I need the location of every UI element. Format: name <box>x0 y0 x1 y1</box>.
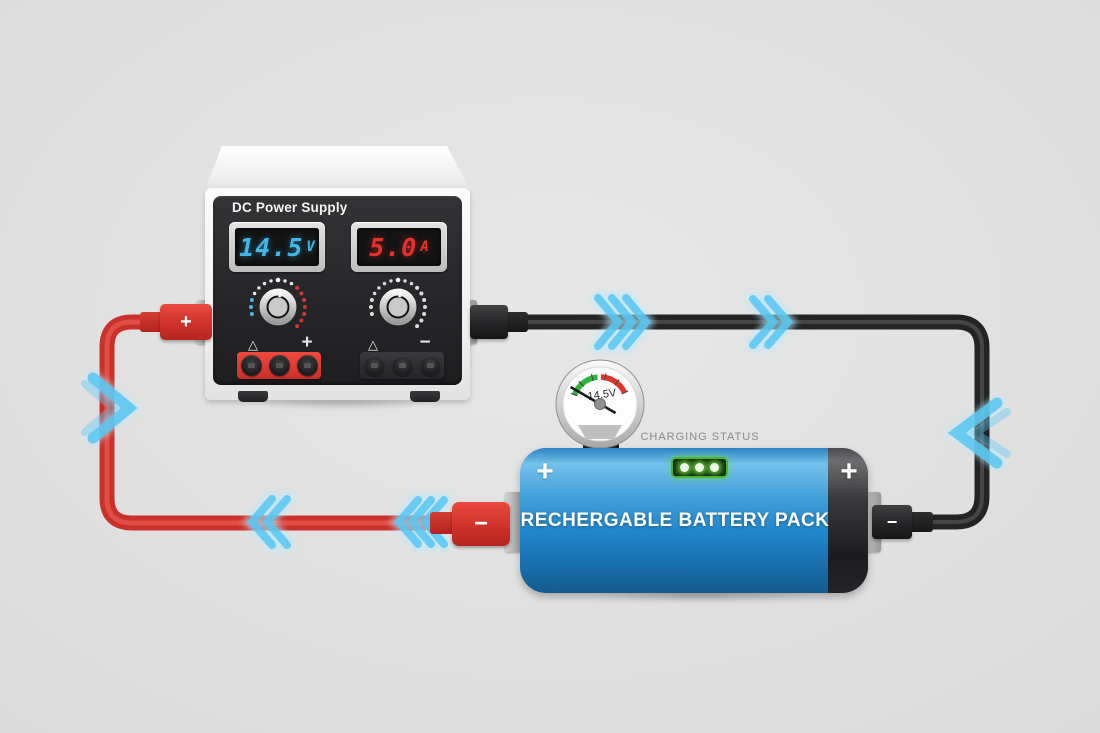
supply-foot <box>410 391 440 402</box>
voltage-unit: V <box>306 239 315 255</box>
positive-terminal-strip <box>237 352 321 379</box>
voltage-knob[interactable] <box>246 275 310 339</box>
negative-terminal-strip <box>360 352 444 379</box>
gauge-ticks <box>570 373 629 397</box>
current-value: 5.0 <box>369 232 418 262</box>
gauge-reading: 14.5V <box>587 387 618 403</box>
current-knob[interactable] <box>366 275 430 339</box>
battery-end-cap <box>828 448 868 593</box>
supply-positive-plug: + <box>160 304 212 340</box>
supply-top-lid <box>205 146 470 190</box>
battery-body-plus: + <box>536 455 554 488</box>
battery-label: RECHERGABLE BATTERY PACK <box>520 510 830 531</box>
battery-negative-plug-left: − <box>452 502 510 546</box>
gauge-red-zone <box>600 374 627 394</box>
voltage-knob-ticks <box>249 277 307 329</box>
voltage-value: 14.5 <box>239 232 304 262</box>
left-ground-symbol: △ <box>248 337 258 352</box>
binding-post[interactable] <box>420 355 441 376</box>
battery-red-plug-neck <box>430 512 458 534</box>
supply-plug-symbol: + <box>180 310 192 333</box>
right-polarity-symbol: − <box>419 332 431 353</box>
charging-led-strip <box>671 457 728 478</box>
gauge-hub <box>594 398 606 410</box>
binding-post[interactable] <box>241 355 262 376</box>
current-unit: A <box>420 239 429 255</box>
current-knob-ticks <box>369 277 427 329</box>
rechargeable-battery-pack: + + RECHERGABLE BATTERY PACK <box>520 448 868 593</box>
supply-output-plug <box>470 305 508 339</box>
binding-post[interactable] <box>364 355 385 376</box>
supply-title: DC Power Supply <box>232 200 348 215</box>
charging-status-label: CHARGING STATUS <box>640 431 760 443</box>
gauge-base-plate <box>578 425 622 439</box>
voltmeter-display: 14.5 V <box>229 222 325 272</box>
battery-black-plug-neck <box>905 512 933 532</box>
ammeter-screen: 5.0 A <box>357 228 441 266</box>
led-indicator <box>710 463 719 472</box>
battery-cap-plus: + <box>840 455 858 488</box>
battery-negative-plug-right: − <box>872 505 912 539</box>
battery-right-plug-symbol: − <box>886 511 898 532</box>
current-flow-arrows <box>81 290 1011 553</box>
led-indicator <box>695 463 704 472</box>
ammeter-display: 5.0 A <box>351 222 447 272</box>
binding-post[interactable] <box>297 355 318 376</box>
supply-foot <box>238 391 268 402</box>
voltmeter-screen: 14.5 V <box>235 228 319 266</box>
dc-power-supply: DC Power Supply 14.5 V 5.0 A <box>205 145 470 403</box>
led-indicator <box>680 463 689 472</box>
binding-post[interactable] <box>392 355 413 376</box>
gauge-needle <box>569 385 617 415</box>
supply-plug-neck <box>140 312 166 332</box>
binding-post[interactable] <box>269 355 290 376</box>
voltage-gauge: 14.5V <box>555 359 645 449</box>
battery-left-plug-symbol: − <box>473 510 488 537</box>
left-polarity-symbol: + <box>301 332 313 353</box>
right-ground-symbol: △ <box>368 337 378 352</box>
gauge-green-zone <box>572 374 599 396</box>
